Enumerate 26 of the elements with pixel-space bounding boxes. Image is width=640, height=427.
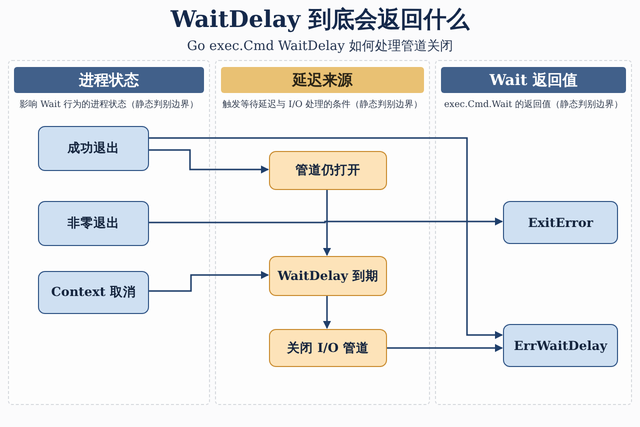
arrow [148, 137, 503, 339]
arrow [386, 344, 503, 352]
column-header: 进程状态 [14, 67, 204, 93]
process-box: 成功退出 [38, 126, 149, 171]
column-subtitle: exec.Cmd.Wait 的返回值（静态判别边界） [443, 98, 624, 111]
column-panel [8, 60, 210, 405]
process-box: ErrWaitDelay [503, 324, 618, 367]
column-subtitle: 触发等待延迟与 I/O 处理的条件（静态判别边界） [222, 98, 424, 111]
column-subtitle: 影响 Wait 行为的进程状态（静态判别边界） [18, 98, 200, 111]
column-panel [435, 60, 632, 405]
arrow [323, 295, 331, 329]
process-box: Context 取消 [38, 271, 149, 314]
process-box: 关闭 I/O 管道 [269, 329, 387, 367]
title: WaitDelay 到底会返回什么 [169, 5, 471, 35]
arrow [323, 189, 331, 256]
process-box: 管道仍打开 [269, 151, 387, 190]
process-box: ExitError [503, 201, 618, 244]
arrow [148, 218, 503, 226]
process-box: 非零退出 [38, 201, 149, 246]
column-header: 延迟来源 [221, 67, 424, 93]
column-panel [215, 60, 430, 405]
column-header: Wait 返回值 [441, 67, 626, 93]
subtitle: Go exec.Cmd WaitDelay 如何处理管道关闭 [186, 38, 454, 55]
arrow [148, 149, 269, 174]
arrow [148, 271, 269, 292]
process-box: WaitDelay 到期 [269, 256, 387, 296]
